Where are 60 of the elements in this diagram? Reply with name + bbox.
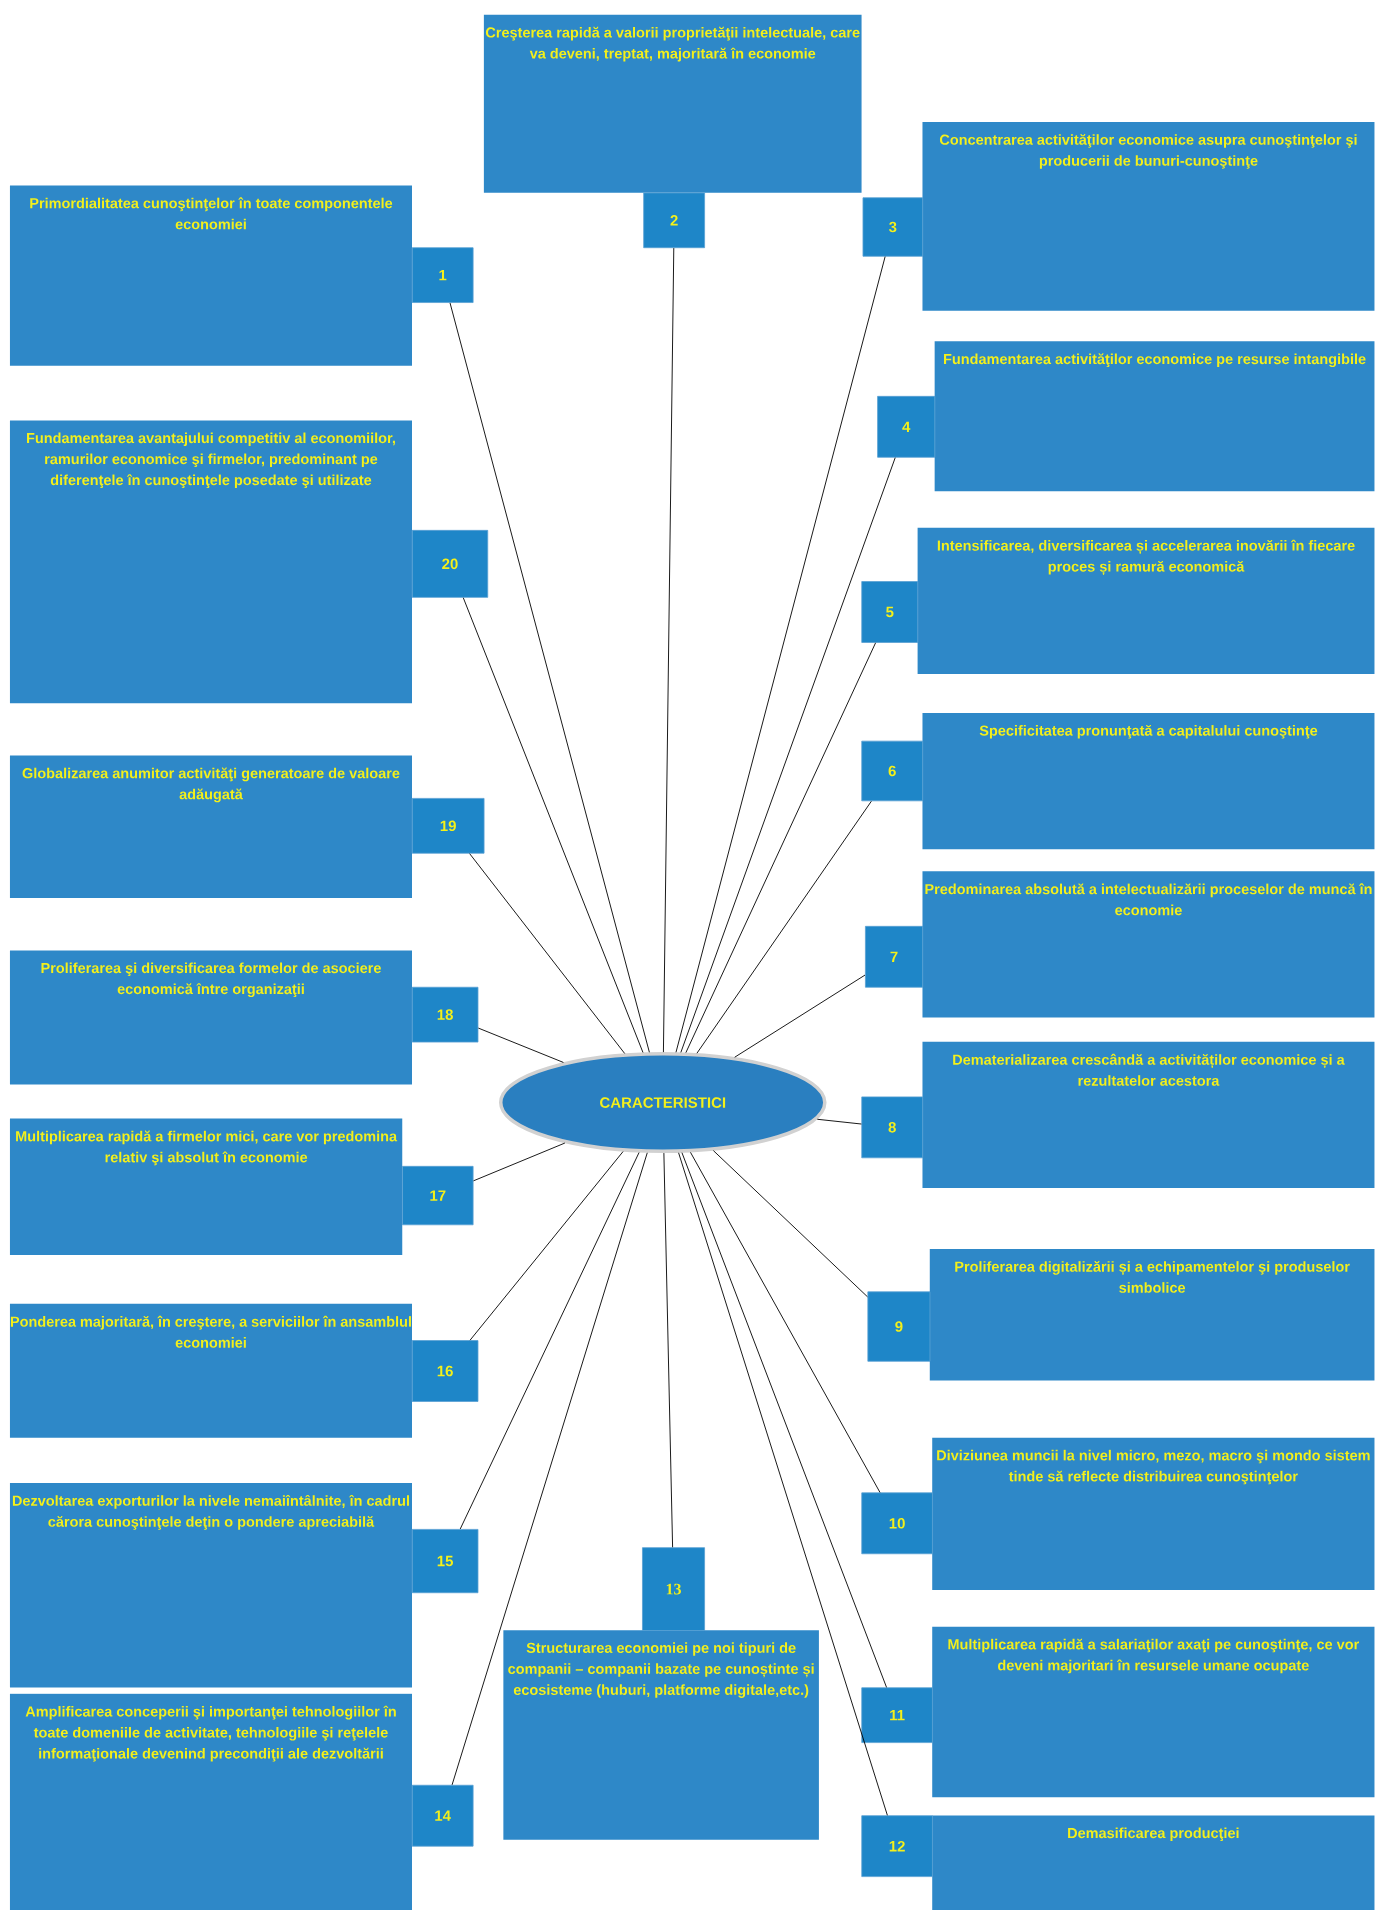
text-box: Multiplicarea rapidă a firmelor mici, care vor predomina relativ şi absolut în economie — [9, 1118, 403, 1256]
number-tab: 19 — [411, 798, 485, 854]
number-tab: 17 — [402, 1165, 474, 1226]
text-box: Predominarea absolută a intelectualizării proceselor de muncă în economie — [922, 871, 1375, 1018]
number-tab: 5 — [861, 581, 919, 643]
text-box: Globalizarea anumitor activităţi generatoare de valoare adăugată — [9, 755, 412, 899]
text-box: Amplificarea conceperii şi importanţei tehnologiilor în toate domeniile de activitate, tehnologiile şi reţelele informaţionale devenind precondiţii ale dezvoltării — [9, 1693, 412, 1910]
text-box: Ponderea majoritară, în creştere, a serviciilor în ansamblul economiei — [9, 1303, 412, 1438]
connector-line — [681, 1152, 887, 1688]
text-box: Demasificarea producţiei — [932, 1815, 1375, 1910]
connector-line — [675, 256, 886, 1053]
text-box: Diviziunea muncii la nivel micro, mezo, macro şi mondo sistem tinde să reflecte distribuirea cunoştinţelor — [932, 1437, 1375, 1591]
number-tab: 2 — [643, 192, 705, 249]
number-tab: 9 — [867, 1291, 931, 1362]
number-tab: 14 — [411, 1784, 474, 1847]
text-box: Primordialitatea cunoştinţelor în toate componentele economiei — [9, 185, 412, 366]
number-tab: 4 — [877, 395, 936, 458]
connector-line — [462, 597, 644, 1053]
text-box: Specificitatea pronunţată a capitalului cunoştinţe — [922, 712, 1375, 850]
connector-line — [712, 1150, 868, 1298]
connector-line — [459, 1152, 640, 1530]
number-tab: 20 — [411, 529, 489, 598]
connector-line — [662, 247, 675, 1053]
connector-line — [680, 457, 896, 1053]
number-tab: 7 — [865, 925, 924, 988]
connector-line — [469, 1151, 624, 1341]
connector-line — [678, 1152, 888, 1816]
number-tab: 8 — [861, 1096, 924, 1159]
number-tab: 15 — [411, 1529, 479, 1594]
number-tab: 10 — [861, 1492, 933, 1555]
connector-line — [690, 1151, 881, 1493]
text-box: Intensificarea, diversificarea și accelerarea inovării în fiecare proces și ramură economică — [917, 527, 1375, 674]
text-box: Dematerializarea crescândă a activităților economice și a rezultatelor acestora — [922, 1041, 1375, 1189]
number-tab: 1 — [411, 247, 474, 303]
number-tab: 18 — [411, 986, 479, 1043]
connector-line — [663, 1152, 674, 1548]
connector-line — [451, 1152, 648, 1786]
text-box: Fundamentarea avantajului competitiv al economiilor, ramurilor economice şi firmelor, predominant pe diferenţele în cunoştinţele posedate şi utilizate — [9, 420, 412, 704]
connector-line — [816, 1118, 862, 1125]
number-tab: 11 — [861, 1687, 933, 1743]
text-box: Creşterea rapidă a valorii proprietăţii intelectuale, care va deveni, treptat, majoritară în economie — [483, 14, 862, 193]
text-box: Concentrarea activităţilor economice asupra cunoştinţelor şi producerii de bunuri-cunoştinţe — [922, 122, 1375, 311]
connector-line — [449, 302, 650, 1053]
connector-line — [734, 974, 866, 1058]
text-box: Structurarea economiei pe noi tipuri de companii – companii bazate pe cunoștinte și ecosisteme (huburi, platforme digitale,etc.) — [503, 1630, 819, 1840]
number-tab: 3 — [862, 197, 924, 257]
connector-line — [469, 853, 626, 1054]
text-box: Dezvoltarea exporturilor la nivele nemaiîntâlnite, în cadrul cărora cunoştinţele deţin o pondere apreciabilă — [9, 1482, 412, 1688]
connector-line — [685, 642, 876, 1054]
number-tab: 12 — [861, 1815, 933, 1877]
connector-line — [477, 1027, 564, 1063]
text-box: Fundamentarea activităţilor economice pe resurse intangibile — [934, 341, 1375, 492]
text-box: Multiplicarea rapidă a salariaţilor axaţi pe cunoştinţe, ce vor deveni majoritari în resursele umane ocupate — [932, 1626, 1375, 1798]
number-tab: 13 — [642, 1547, 705, 1631]
number-tab: 16 — [411, 1340, 479, 1402]
connector-line — [696, 800, 872, 1054]
text-box: Proliferarea digitalizării și a echipamentelor şi produselor simbolice — [929, 1249, 1375, 1381]
connector-line — [473, 1142, 566, 1182]
text-box: Proliferarea şi diversificarea formelor de asociere economică între organizaţii — [9, 950, 412, 1085]
number-tab: 6 — [861, 740, 924, 802]
